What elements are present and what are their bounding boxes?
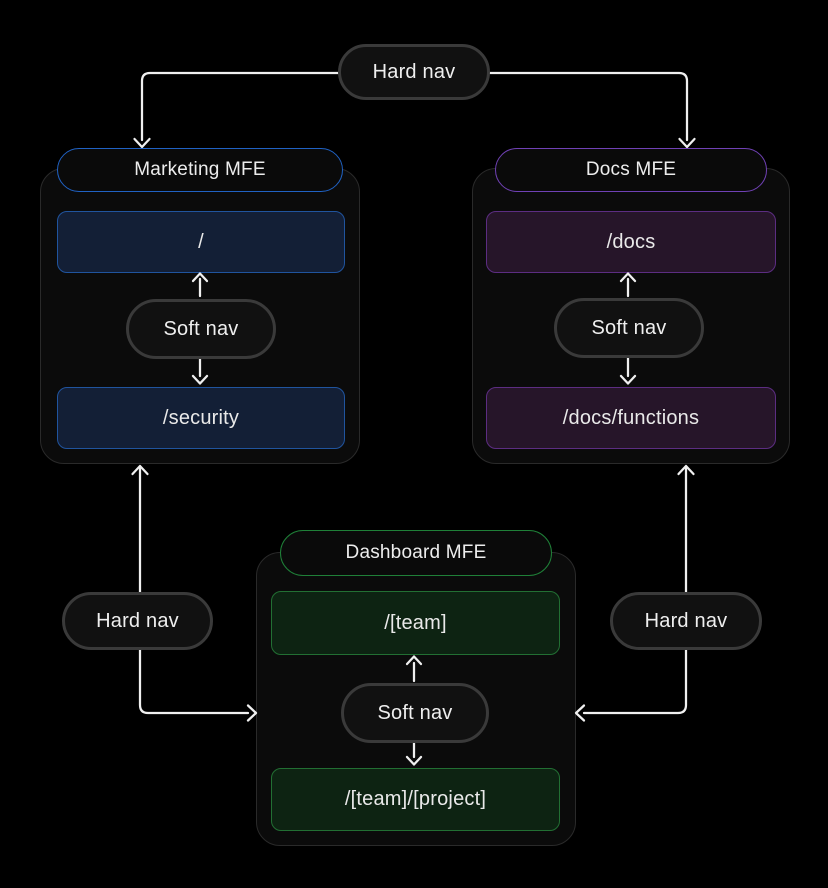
hard-nav-label: Hard nav [372, 60, 456, 83]
marketing-mfe-title: Marketing MFE [134, 159, 266, 180]
route-label: /security [162, 406, 240, 429]
marketing-route-security: /security [57, 387, 345, 449]
hard-nav-top-to-marketing-arrow [133, 71, 340, 149]
docs-soft-nav-pill: Soft nav [554, 298, 704, 358]
dashboard-soft-nav-pill: Soft nav [341, 683, 489, 743]
docs-mfe-title-pill: Docs MFE [495, 148, 767, 192]
hard-nav-pill-top: Hard nav [338, 44, 490, 100]
route-label: /docs/functions [562, 406, 700, 429]
soft-nav-label: Soft nav [163, 317, 239, 340]
soft-nav-label: Soft nav [591, 316, 667, 339]
marketing-soft-nav-pill: Soft nav [126, 299, 276, 359]
hard-nav-label: Hard nav [644, 609, 728, 632]
marketing-mfe-title-pill: Marketing MFE [57, 148, 343, 192]
hard-nav-label: Hard nav [96, 609, 179, 632]
dashboard-mfe-title: Dashboard MFE [345, 542, 487, 563]
hard-nav-pill-right: Hard nav [610, 592, 762, 650]
hard-nav-pill-left: Hard nav [62, 592, 213, 650]
route-label: /[team]/[project] [344, 788, 487, 810]
dashboard-route-team-project: /[team]/[project] [271, 768, 560, 831]
docs-mfe-title: Docs MFE [585, 159, 677, 180]
docs-mfe-container: Docs MFE /docs Soft nav /docs/functions [472, 148, 790, 464]
soft-nav-label: Soft nav [377, 701, 453, 724]
dashboard-mfe-title-pill: Dashboard MFE [280, 530, 552, 576]
route-label: /docs [606, 230, 656, 253]
marketing-mfe-container: Marketing MFE / Soft nav /security [40, 148, 360, 464]
docs-route-docs: /docs [486, 211, 776, 273]
dashboard-mfe-container: Dashboard MFE /[team] Soft nav /[team]/[… [256, 530, 576, 846]
docs-route-docs-functions: /docs/functions [486, 387, 776, 449]
route-label: /[team] [384, 611, 447, 634]
hard-nav-top-to-docs-arrow [488, 71, 696, 149]
route-label: / [198, 230, 204, 253]
dashboard-route-team: /[team] [271, 591, 560, 655]
marketing-route-root: / [57, 211, 345, 273]
